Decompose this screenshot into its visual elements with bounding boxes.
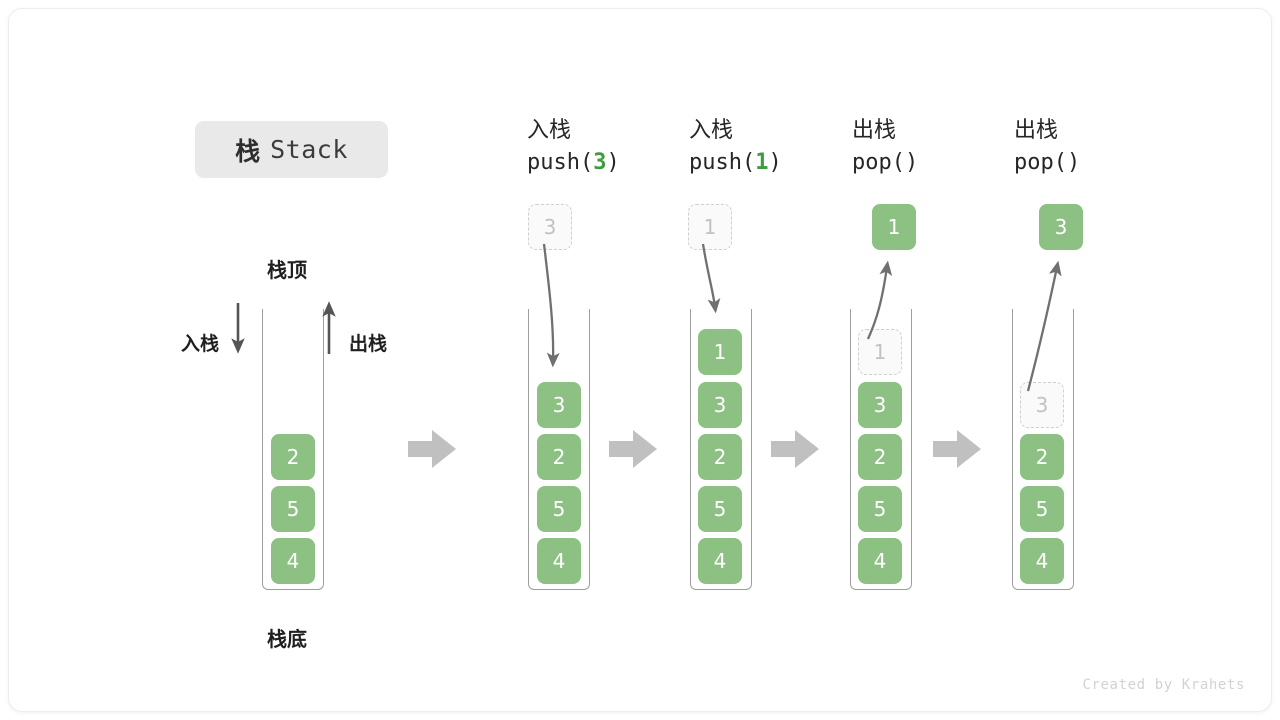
- stack-cell: 4: [858, 538, 902, 584]
- stack-cell-ghost: 3: [1020, 382, 1064, 428]
- stack-top-label: 栈顶: [267, 258, 307, 282]
- floating-cell-popped: 1: [872, 204, 916, 250]
- stack-bottom-label: 栈底: [267, 627, 307, 651]
- stack-cell: 3: [858, 382, 902, 428]
- diagram-card: 栈 Stack 栈顶 入栈 出栈 2 5 4 栈底 入栈 push(3) 3 3…: [8, 8, 1272, 712]
- stack-cell: 5: [271, 486, 315, 532]
- stack-container-push-1: [690, 309, 752, 590]
- floating-cell-popped: 3: [1039, 204, 1083, 250]
- code-arg: 3: [593, 150, 607, 176]
- code-post: ): [1066, 150, 1081, 176]
- title-en: Stack: [270, 135, 348, 164]
- floating-cell-ghost: 1: [688, 204, 732, 250]
- stack-cell: 2: [698, 434, 742, 480]
- column-header-cn: 出栈: [1014, 118, 1059, 143]
- code-pre: push(: [527, 150, 594, 176]
- code-arg: 1: [755, 150, 769, 176]
- code-pre: pop(: [1014, 150, 1067, 176]
- title-cn: 栈: [235, 136, 262, 166]
- stack-container-initial: [262, 309, 324, 590]
- arrow-overlay: [231, 243, 1062, 468]
- stack-cell: 1: [698, 329, 742, 375]
- credit-footer: Created by Krahets: [1082, 677, 1245, 693]
- push-direction-label: 入栈: [181, 333, 220, 355]
- stack-cell: 2: [271, 434, 315, 480]
- column-header-push-1: 入栈 push(1): [689, 117, 782, 177]
- stack-cell: 4: [1020, 538, 1064, 584]
- push-connector-icon: [701, 243, 721, 314]
- stack-container-pop-3: [1012, 309, 1074, 590]
- column-header-code: push(3): [527, 149, 620, 177]
- column-header-code: pop(): [1014, 149, 1080, 177]
- step-arrow-icon: [408, 430, 456, 468]
- stack-cell: 5: [1020, 486, 1064, 532]
- stack-cell: 4: [271, 538, 315, 584]
- column-header-code: push(1): [689, 149, 782, 177]
- stack-cell: 3: [537, 382, 581, 428]
- stack-cell: 5: [858, 486, 902, 532]
- pop-direction-label: 出栈: [349, 333, 388, 355]
- diagram-title: 栈 Stack: [195, 121, 388, 178]
- column-header-pop-1: 出栈 pop(): [852, 117, 918, 177]
- stack-container-push-3: [528, 309, 590, 590]
- column-header-pop-3: 出栈 pop(): [1014, 117, 1080, 177]
- stack-cell: 2: [858, 434, 902, 480]
- code-post: ): [768, 150, 782, 176]
- stack-cell: 3: [698, 382, 742, 428]
- stack-cell: 5: [698, 486, 742, 532]
- column-header-cn: 入栈: [689, 118, 734, 143]
- step-arrow-icon: [933, 430, 981, 468]
- stack-cell: 5: [537, 486, 581, 532]
- stack-container-pop-1: [850, 309, 912, 590]
- stack-cell: 4: [698, 538, 742, 584]
- step-arrow-icon: [771, 430, 819, 468]
- column-header-push-3: 入栈 push(3): [527, 117, 620, 177]
- code-post: ): [904, 150, 919, 176]
- column-header-cn: 入栈: [527, 118, 572, 143]
- code-post: ): [606, 150, 620, 176]
- column-header-code: pop(): [852, 149, 918, 177]
- code-pre: push(: [689, 150, 756, 176]
- stack-cell: 4: [537, 538, 581, 584]
- stack-cell: 2: [537, 434, 581, 480]
- step-arrow-icon: [609, 430, 657, 468]
- floating-cell-ghost: 3: [528, 204, 572, 250]
- stack-cell: 2: [1020, 434, 1064, 480]
- code-pre: pop(: [852, 150, 905, 176]
- stack-cell-ghost: 1: [858, 329, 902, 375]
- column-header-cn: 出栈: [852, 118, 897, 143]
